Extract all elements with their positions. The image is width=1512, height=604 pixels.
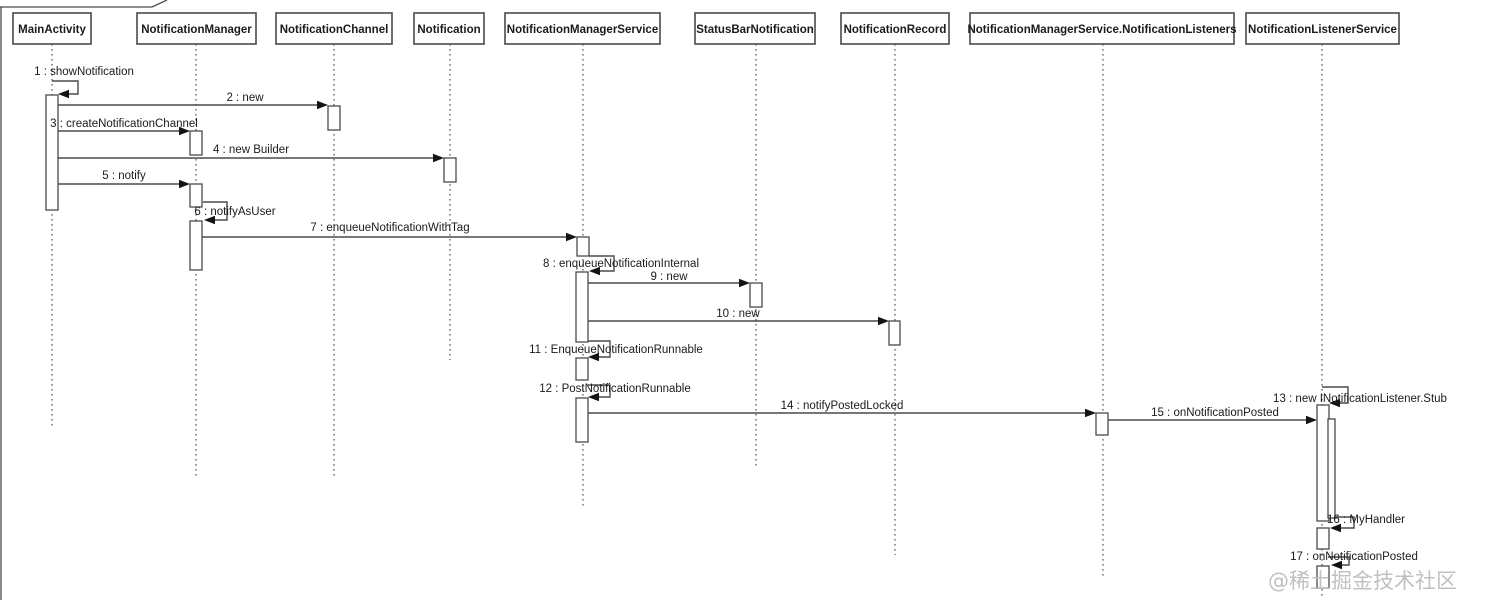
activation-bar-NotificationListenerService [1316,565,1330,589]
message-16-self-loop [1334,516,1355,529]
message-14-arrowhead [1085,408,1096,418]
activation-bar-StatusBarNotification [749,282,763,308]
message-1-self-loop [52,80,79,95]
message-2-arrowhead [317,100,328,110]
participant-name-NotificationManagerService: NotificationManagerService [507,24,658,36]
activation-bar-NotificationManagerService [575,397,589,443]
message-16-label: 16 : MyHandler [1327,514,1405,526]
message-17-label: 17 : onNotificationPosted [1290,551,1418,563]
message-5-label: 5 : notify [102,170,146,182]
participant-box-StatusBarNotification [694,12,816,45]
message-3-arrowhead [179,126,190,136]
message-8-self-loop [589,255,615,272]
watermark-text: @稀土掘金技术社区 [1268,569,1457,593]
participant-name-NotificationManager: NotificationManager [141,24,252,36]
message-5-arrowhead [179,179,190,189]
message-11-label: 11 : EnqueueNotificationRunnable [529,344,703,356]
participant-box-NotificationManager [136,12,257,45]
activation-bar-NotificationManagerService [576,236,590,257]
participant-box-Notification [413,12,485,45]
activation-bar-NotificationRecord [888,320,901,346]
activation-bar-NotificationListenerService [1316,404,1330,522]
message-13-label: 13 : new INotificationListener.Stub [1273,393,1447,405]
message-4-arrowhead [433,153,444,163]
activation-bar-Notification [443,157,457,183]
message-6-arrowhead [204,215,215,225]
participant-name-NotificationChannel: NotificationChannel [280,24,389,36]
activation-bar-NotificationListenerService [1316,527,1330,550]
message-8-label: 8 : enqueueNotificationInternal [543,258,699,270]
activation-bar-NotificationManagerService [575,271,589,343]
participant-name-MainActivity: MainActivity [18,24,86,36]
message-9-label: 9 : new [650,271,688,283]
message-1-arrowhead [58,89,69,99]
participant-name-StatusBarNotification: StatusBarNotification [696,24,814,36]
message-9-arrowhead [739,278,750,288]
participant-box-NotificationListenerService [1245,12,1400,45]
activation-bar-NotificationChannel [327,105,341,131]
message-16-arrowhead [1330,523,1341,533]
participant-box-NotificationManagerService.NotificationListeners [969,12,1235,45]
message-2-label: 2 : new [226,92,264,104]
message-13-self-loop [1322,386,1349,404]
activation-bar-NotificationManagerService [575,357,589,381]
message-3-label: 3 : createNotificationChannel [50,118,198,130]
message-7-arrowhead [566,232,577,242]
message-6-self-loop [203,201,228,221]
participant-name-NotificationListenerService: NotificationListenerService [1248,24,1397,36]
participant-box-MainActivity [12,12,92,45]
message-7-label: 7 : enqueueNotificationWithTag [310,222,469,234]
message-15-label: 15 : onNotificationPosted [1151,407,1279,419]
participant-box-NotificationChannel [275,12,393,45]
frame-label-corner [0,0,168,8]
message-14-label: 14 : notifyPostedLocked [781,400,904,412]
participant-name-Notification: Notification [417,24,480,36]
message-17-self-loop [1328,556,1350,566]
message-12-label: 12 : PostNotificationRunnable [539,383,691,395]
activation-bar-NotificationManager [189,130,203,156]
activation-bar-NotificationManager [189,220,203,271]
message-12-arrowhead [588,392,599,402]
message-4-label: 4 : new Builder [213,144,289,156]
message-1-label: 1 : showNotification [34,66,134,78]
participant-box-NotificationManagerService [504,12,661,45]
message-10-label: 10 : new [716,308,760,320]
participant-name-NotificationManagerService.NotificationListeners: NotificationManagerService.NotificationL… [967,24,1236,36]
activation-bar-NotificationManager [189,183,203,208]
message-11-self-loop [588,340,611,358]
activation-bar-NotificationListenerService [1327,418,1336,519]
message-6-label: 6 : notifyAsUser [194,206,275,218]
message-15-arrowhead [1306,415,1317,425]
participant-box-NotificationRecord [840,12,950,45]
participant-name-NotificationRecord: NotificationRecord [844,24,947,36]
activation-bar-NotificationManagerService.NotificationListeners [1095,412,1109,436]
activation-bar-MainActivity [45,94,59,211]
message-17-arrowhead [1331,560,1342,570]
message-10-arrowhead [878,316,889,326]
message-8-arrowhead [589,266,600,276]
message-12-self-loop [588,384,611,398]
message-11-arrowhead [588,352,599,362]
message-13-arrowhead [1329,398,1340,408]
